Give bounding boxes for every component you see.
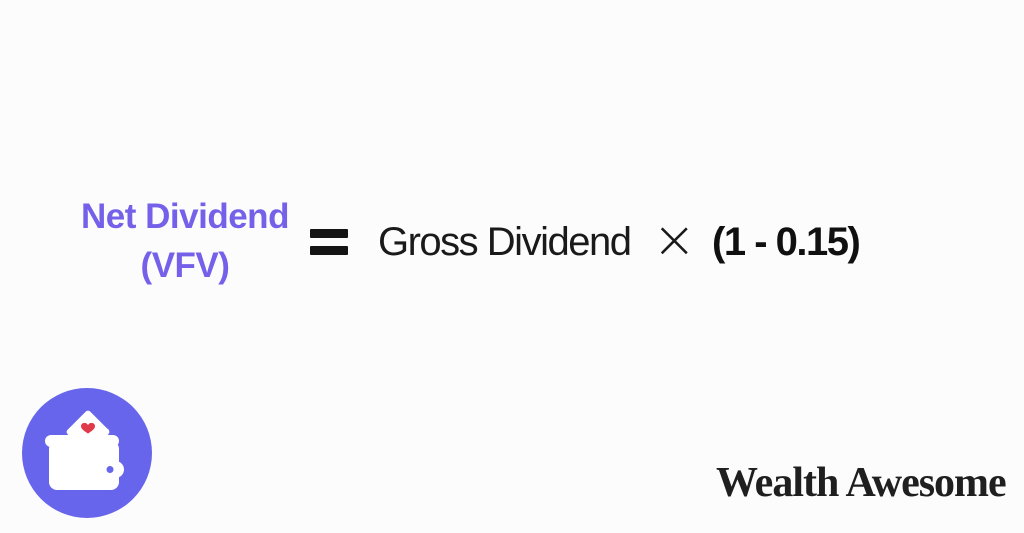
net-dividend-line1: Net Dividend [81, 197, 289, 236]
formula-row: = Gross Dividend × (1 - 0.15) [310, 214, 861, 266]
wallet-icon-svg [22, 388, 152, 518]
withholding-factor: (1 - 0.15) [712, 219, 861, 264]
wallet-icon [22, 388, 152, 518]
wallet-clasp-dot [106, 466, 114, 473]
multiply-operator: × [652, 210, 697, 270]
equals-top-bar [310, 229, 348, 238]
banknote-red-mark [81, 422, 95, 434]
equals-bottom-bar [310, 246, 348, 255]
net-dividend-line2: (VFV) [140, 246, 230, 285]
equals-sign: = [310, 229, 348, 255]
gross-dividend-term: Gross Dividend [378, 219, 632, 264]
net-dividend-label: Net Dividend (VFV) [40, 192, 330, 290]
wealth-awesome-logo: Wealth Awesome [716, 460, 1007, 506]
wallet-body [49, 441, 119, 490]
